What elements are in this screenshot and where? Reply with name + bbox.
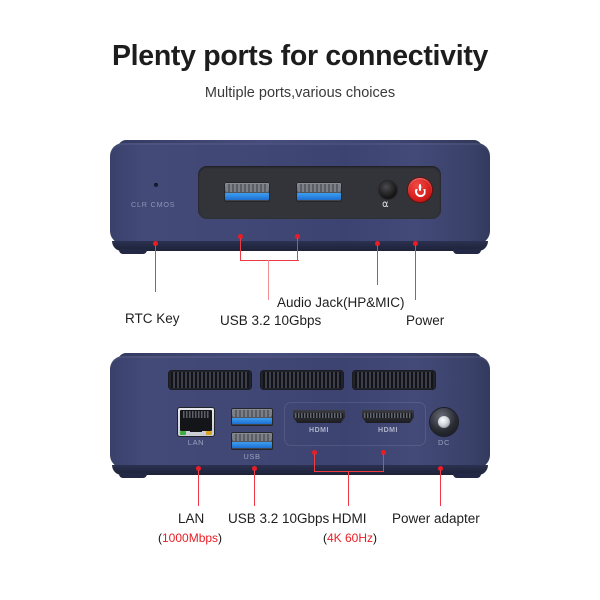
lan-port[interactable]: [178, 408, 214, 436]
usb-port-1-blue-insert: [225, 192, 269, 200]
usb-port-1[interactable]: [224, 182, 270, 202]
usb-port-3[interactable]: [231, 408, 273, 426]
headphone-icon: ⍺: [382, 199, 389, 210]
callout-hdmi-sub: (4K 60Hz): [323, 531, 378, 545]
hdmi-2-silkscreen-label: HDMI: [378, 427, 398, 434]
page-subtitle: Multiple ports,various choices: [204, 85, 396, 101]
dc-silkscreen-label: DC: [437, 438, 451, 447]
usb-port-4-tongue: [233, 434, 271, 442]
leader-dot-hdmi-1: [312, 450, 317, 455]
leader-line-usb-2: [297, 238, 299, 261]
usb-port-2[interactable]: [296, 182, 342, 202]
callout-rtc-key: RTC Key: [125, 311, 180, 326]
device-foot-left-rear: [119, 473, 147, 478]
usb-port-2-blue-insert: [297, 192, 341, 200]
usb-silkscreen-label: USB: [243, 452, 261, 461]
leader-line-audio-jack: [377, 245, 379, 285]
usb-port-4-blue-insert: [232, 441, 272, 448]
leader-line-lan: [198, 470, 200, 506]
usb-port-4[interactable]: [231, 432, 273, 450]
leader-line-hdmi-1: [314, 454, 316, 472]
leader-line-power: [415, 245, 417, 300]
device-foot-right-rear: [453, 473, 481, 478]
front-io-panel: ⍺: [198, 166, 441, 219]
callout-lan-sub: (1000Mbps): [158, 531, 223, 545]
usb-port-1-tongue: [226, 184, 268, 192]
audio-jack-port[interactable]: [379, 181, 397, 199]
leader-dot-usb-rear: [252, 466, 257, 471]
callout-hdmi: HDMI: [332, 511, 367, 526]
front-device-image: CLR CMOS ⍺: [110, 140, 490, 254]
leader-dot-lan: [196, 466, 201, 471]
leader-bracket-usb: [240, 260, 299, 262]
clr-cmos-label: CLR CMOS: [131, 200, 176, 209]
leader-line-hdmi-2: [383, 454, 385, 472]
leader-dot-power-adapter: [438, 466, 443, 471]
hdmi-port-1[interactable]: [293, 410, 345, 423]
leader-dot-hdmi-2: [381, 450, 386, 455]
callout-usb-front: USB 3.2 10Gbps: [220, 313, 322, 328]
leader-line-usb-1: [240, 238, 242, 261]
usb-port-2-tongue: [298, 184, 340, 192]
device-base-lip-rear: [112, 465, 488, 475]
leader-line-power-adapter: [440, 470, 442, 506]
power-icon: [414, 183, 426, 197]
callout-usb-rear: USB 3.2 10Gbps: [228, 511, 330, 526]
vent-block-1: [168, 370, 252, 390]
hdmi-group-outline: [284, 402, 426, 446]
device-foot-left: [119, 249, 147, 254]
usb-port-3-blue-insert: [232, 417, 272, 424]
vent-block-3: [352, 370, 436, 390]
leader-stem-usb: [268, 260, 270, 300]
leader-dot-rtc-key: [153, 241, 158, 246]
device-base-lip-front: [112, 241, 488, 251]
page-title: Plenty ports for connectivity: [111, 40, 489, 72]
hdmi-1-silkscreen-label: HDMI: [309, 427, 329, 434]
leader-stem-hdmi: [348, 471, 350, 506]
leader-line-usb-rear: [254, 470, 256, 506]
rear-device-image: LAN USB HDMI HDMI DC: [110, 353, 490, 478]
leader-dot-usb-2: [295, 234, 300, 239]
leader-dot-power: [413, 241, 418, 246]
callout-hdmi-sub-value: 4K 60Hz: [327, 531, 374, 545]
rtc-key-pinhole: [154, 183, 158, 187]
lan-silkscreen-label: LAN: [187, 438, 205, 447]
callout-power-adapter: Power adapter: [392, 511, 480, 526]
callout-audio-jack: Audio Jack(HP&MIC): [277, 295, 405, 310]
leader-line-rtc-key: [155, 245, 157, 292]
usb-port-3-tongue: [233, 410, 271, 418]
leader-dot-usb-1: [238, 234, 243, 239]
vent-block-2: [260, 370, 344, 390]
callout-lan-sub-value: 1000Mbps: [162, 531, 219, 545]
callout-power: Power: [406, 313, 445, 328]
callout-lan: LAN: [178, 511, 205, 526]
device-foot-right: [453, 249, 481, 254]
hdmi-port-2[interactable]: [362, 410, 414, 423]
leader-dot-audio-jack: [375, 241, 380, 246]
power-button[interactable]: [408, 178, 432, 202]
dc-jack[interactable]: [430, 408, 458, 436]
